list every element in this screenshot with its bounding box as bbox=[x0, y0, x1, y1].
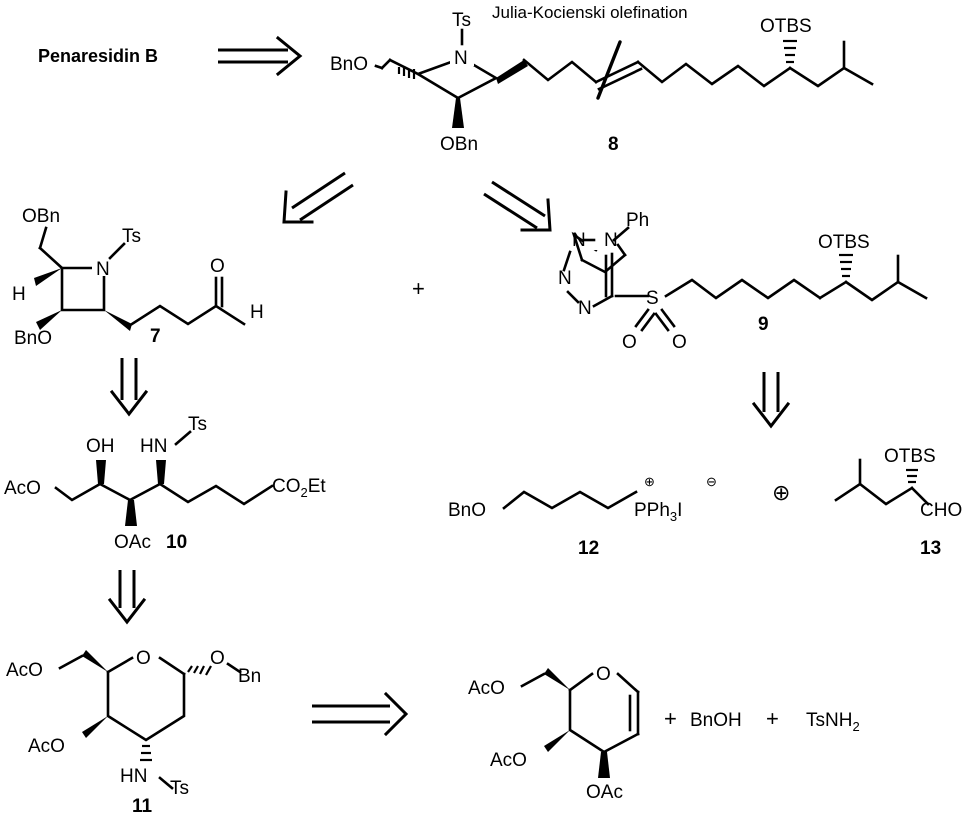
compound-13-number: 13 bbox=[920, 538, 941, 559]
compound-13-otbs-hash bbox=[906, 468, 918, 484]
compound-10-hn-label: HN bbox=[140, 436, 167, 457]
compound-8-number: 8 bbox=[608, 134, 619, 155]
compound-9-n4-label: N bbox=[578, 298, 592, 319]
compound-13: OTBS CHO 13 bbox=[834, 446, 962, 559]
compound-13-otbs-label: OTBS bbox=[884, 446, 936, 467]
compound-glucal: O AcO AcO OAc bbox=[468, 656, 640, 803]
compound-7-carbonyl-o-label: O bbox=[210, 256, 225, 277]
compound-9-n3-label: N bbox=[558, 268, 572, 289]
compound-7-aldehyde-h-label: H bbox=[250, 302, 264, 323]
compound-10-number: 10 bbox=[166, 532, 187, 553]
compound-9-otbs-label: OTBS bbox=[818, 232, 870, 253]
compound-9-o-right-label: O bbox=[672, 332, 687, 353]
plus-sign-7-9: + bbox=[412, 276, 425, 301]
page-title: Penaresidin B bbox=[38, 46, 158, 66]
compound-7-ts-label: Ts bbox=[122, 226, 141, 247]
compound-8-chain-wedge bbox=[496, 60, 528, 84]
compound-11-aco-top-label: AcO bbox=[6, 660, 43, 681]
compound-11-hn-label: HN bbox=[120, 766, 147, 787]
compound-10-oh-label: OH bbox=[86, 436, 115, 457]
compound-11-aco-left-label: AcO bbox=[28, 736, 65, 757]
compound-11-ring-o-label: O bbox=[136, 648, 151, 669]
compound-7-h-label: H bbox=[12, 284, 26, 305]
glucal-oac-bottom-label: OAc bbox=[586, 782, 623, 803]
compound-8: N Ts BnO OBn OTBS bbox=[330, 10, 874, 155]
compound-8-nitrogen-label: N bbox=[454, 48, 468, 69]
compound-10-oh-wedge bbox=[96, 460, 106, 484]
compound-12-bno-label: BnO bbox=[448, 500, 486, 521]
retro-arrow-8-to-7 bbox=[282, 171, 354, 224]
reagent-tsnh2-label: TsNH2 bbox=[806, 710, 860, 734]
julia-kocienski-annotation: Julia-Kocienski olefination bbox=[492, 3, 688, 22]
compound-8-otbs-label: OTBS bbox=[760, 16, 812, 37]
compound-7-nitrogen-label: N bbox=[96, 259, 110, 280]
compound-10: AcO OH OAc HN Ts CO2Et 10 bbox=[4, 414, 326, 553]
compound-12-pph3-label: PPh3I bbox=[634, 500, 682, 524]
compound-13-cho-label: CHO bbox=[920, 500, 962, 521]
compound-11-anomeric-o-label: O bbox=[210, 648, 225, 669]
compound-8-ts-label: Ts bbox=[452, 10, 471, 31]
compound-11-bn-label: Bn bbox=[238, 666, 261, 687]
compound-9-number: 9 bbox=[758, 314, 769, 335]
compound-8-bno-label: BnO bbox=[330, 54, 368, 75]
compound-11-aco-wedge bbox=[82, 716, 108, 738]
glucal-aco-left-label: AcO bbox=[490, 750, 527, 771]
plus-sign-12-13: ⊕ bbox=[772, 480, 790, 505]
glucal-aco-wedge bbox=[544, 730, 570, 752]
compound-10-co2et-label: CO2Et bbox=[272, 476, 326, 500]
glucal-ch2oac-wedge bbox=[544, 668, 570, 690]
compound-12: BnO PPh3I ⊕ ⊖ 12 bbox=[448, 474, 717, 559]
compound-7-obn-top-label: OBn bbox=[22, 206, 60, 227]
retro-arrow-9-to-12-13 bbox=[751, 372, 791, 429]
compound-10-hn-wedge bbox=[156, 460, 166, 484]
compound-9-otbs-hash bbox=[839, 253, 853, 278]
plus-sign-bnoh-tsnh2: + bbox=[766, 706, 779, 731]
retro-arrow-title-to-8 bbox=[218, 35, 303, 77]
retro-arrow-11-to-glucal bbox=[312, 691, 409, 737]
compound-7-number: 7 bbox=[150, 326, 161, 347]
compound-10-aco-label: AcO bbox=[4, 478, 41, 499]
retro-arrow-8-to-9 bbox=[483, 180, 552, 232]
glucal-ring-o-label: O bbox=[596, 664, 611, 685]
compound-11-ch2oac-wedge bbox=[82, 650, 108, 672]
compound-9-ph-label: Ph bbox=[626, 210, 649, 231]
compound-12-positive-charge: ⊕ bbox=[644, 474, 655, 489]
compound-11: O AcO O Bn AcO HN Ts 11 bbox=[6, 640, 261, 817]
compound-7-bno-wedge bbox=[36, 310, 62, 330]
compound-9-o-left-label: O bbox=[622, 332, 637, 353]
compound-7-h-wedge bbox=[34, 268, 62, 286]
retro-arrow-10-to-11 bbox=[107, 570, 147, 625]
compound-11-nhts-hash bbox=[140, 744, 152, 762]
compound-8-obn-label: OBn bbox=[440, 134, 478, 155]
plus-sign-glucal-bnoh: + bbox=[664, 706, 677, 731]
compound-9-sulfur-label: S bbox=[646, 288, 659, 309]
compound-9-n1-label: N bbox=[604, 230, 618, 251]
compound-12-negative-charge: ⊖ bbox=[706, 474, 717, 489]
compound-11-obn-hash bbox=[187, 665, 212, 676]
compound-10-oac-label: OAc bbox=[114, 532, 151, 553]
compound-10-ts-label: Ts bbox=[188, 414, 207, 435]
compound-8-hashed-wedge bbox=[397, 67, 416, 79]
reagent-bnoh-label: BnOH bbox=[690, 710, 742, 731]
compound-11-number: 11 bbox=[132, 796, 153, 817]
compound-9: N N N N Ph S O O OTBS bbox=[558, 210, 928, 353]
compound-9-n2-label: N bbox=[572, 230, 586, 251]
compound-7-bno-label: BnO bbox=[14, 328, 52, 349]
compound-8-otbs-hash bbox=[783, 39, 797, 64]
compound-11-ts-label: Ts bbox=[170, 778, 189, 799]
compound-7-chain-wedge bbox=[104, 310, 132, 331]
compound-10-oac-wedge bbox=[125, 500, 137, 526]
retro-arrow-7-to-10 bbox=[109, 358, 149, 417]
glucal-aco-top-label: AcO bbox=[468, 678, 505, 699]
compound-8-obn-wedge bbox=[452, 98, 464, 128]
compound-7: N Ts OBn H BnO O H 7 bbox=[12, 206, 264, 349]
compound-12-number: 12 bbox=[578, 538, 599, 559]
glucal-oac-wedge bbox=[598, 752, 610, 778]
